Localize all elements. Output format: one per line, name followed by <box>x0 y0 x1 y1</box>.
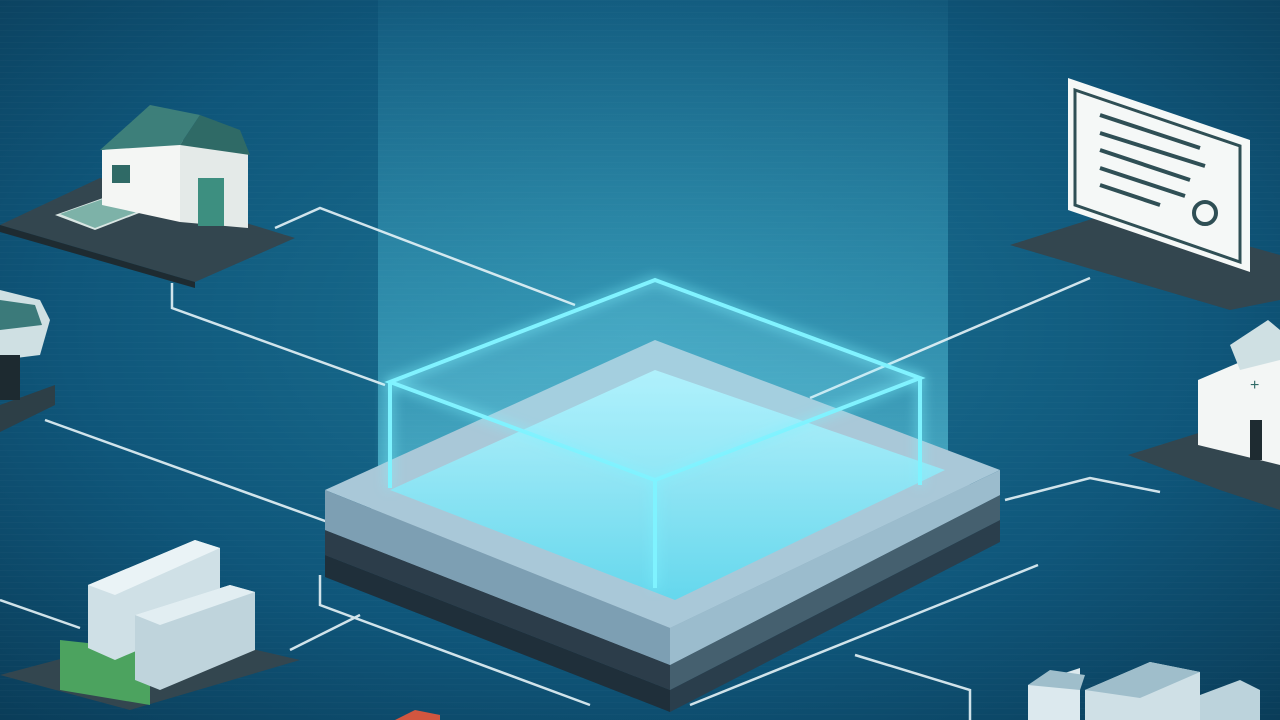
connector-lines <box>0 206 1161 720</box>
warehouse-icon <box>0 540 300 710</box>
vehicle-icon <box>0 290 55 432</box>
city-buildings-icon <box>1028 662 1260 720</box>
central-platform <box>325 277 1000 712</box>
red-roof-icon <box>395 710 440 720</box>
farmhouse-icon <box>0 105 295 288</box>
certificate-icon <box>1010 78 1280 310</box>
hospital-icon: + <box>1128 320 1280 510</box>
svg-text:+: + <box>1250 377 1259 394</box>
